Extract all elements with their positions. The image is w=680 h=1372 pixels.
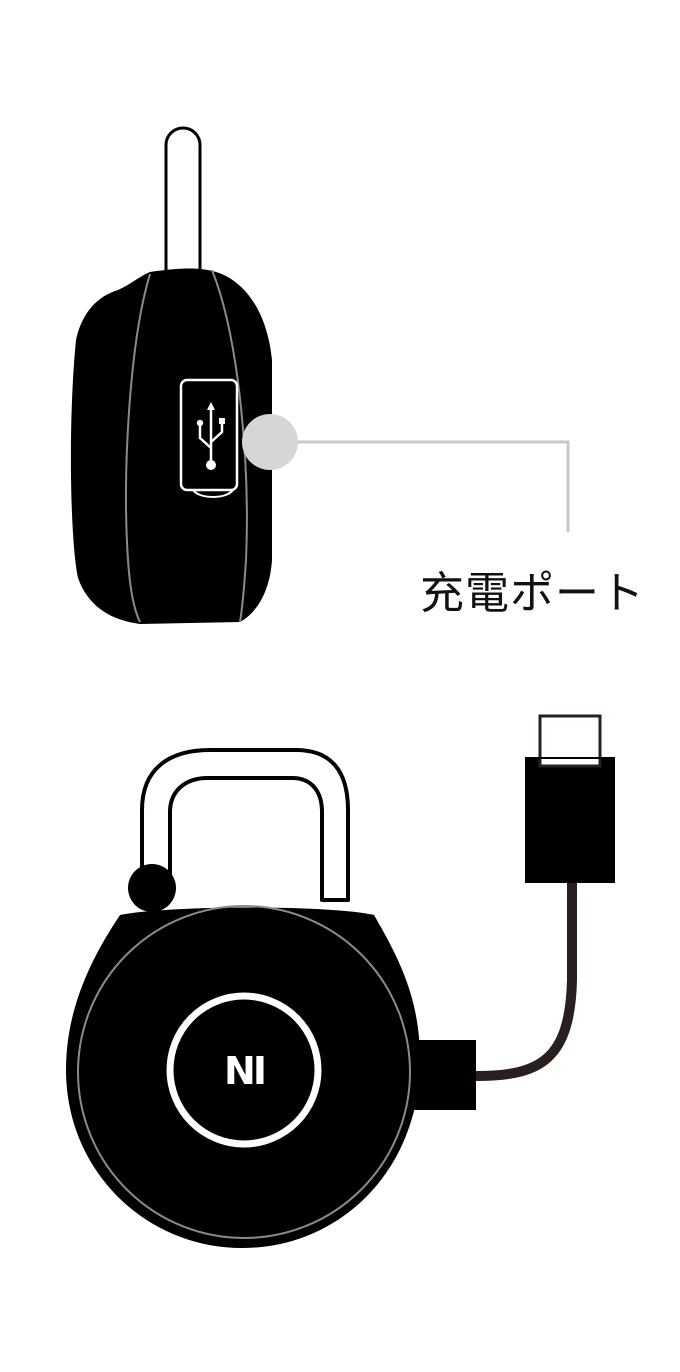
charging-port-label: 充電ポート xyxy=(420,568,645,619)
body-seam-left xyxy=(125,273,151,623)
charging-port-marker xyxy=(242,414,298,470)
body-seam-right xyxy=(211,269,248,623)
face-rim xyxy=(77,905,411,1239)
device-front-view: NI xyxy=(66,714,615,1248)
device-side-view xyxy=(70,126,570,624)
callout-leader-line xyxy=(270,440,570,532)
usb-port xyxy=(179,378,239,492)
brand-logo: NI xyxy=(224,1049,264,1093)
cable-connector-housing xyxy=(526,758,614,882)
release-knob xyxy=(128,864,176,912)
logo-ring xyxy=(166,992,322,1148)
cable-socket xyxy=(414,1040,476,1110)
usb-icon xyxy=(196,402,225,470)
charging-cable xyxy=(475,880,577,1081)
cable-connector-cap xyxy=(525,757,615,883)
device-body xyxy=(70,268,273,624)
